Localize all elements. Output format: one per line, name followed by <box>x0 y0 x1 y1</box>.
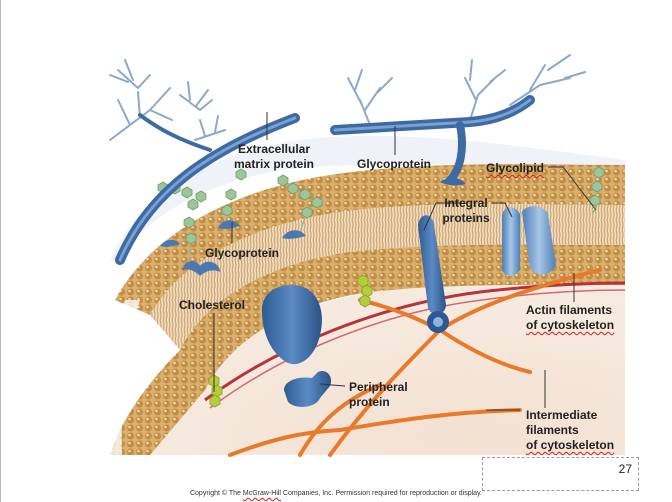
glycoprotein-branches <box>347 54 586 126</box>
label-line: proteins <box>442 211 490 225</box>
sugar-chains <box>157 166 605 245</box>
label-glycoprotein-top: Glycoprotein <box>357 157 432 171</box>
label-peripheral-protein: Peripheral protein <box>349 380 408 410</box>
label-glycoprotein-left: Glycoprotein <box>205 246 280 260</box>
label-integral-proteins: Integral proteins <box>436 196 496 226</box>
copyright-prefix: Copyright © The <box>189 490 243 497</box>
label-line: of cytoskeleton <box>526 438 615 452</box>
label-line: protein <box>349 395 390 409</box>
page-number-box[interactable]: 27 <box>482 457 639 491</box>
label-line: Extracellular <box>237 142 311 156</box>
page-number: 27 <box>618 462 632 476</box>
glycoprotein-caps <box>160 220 306 276</box>
inner-lipid-heads <box>110 244 625 455</box>
intermediate-filaments <box>228 268 602 457</box>
label-line: Intermediate <box>526 408 598 422</box>
cholesterol-molecules <box>208 274 373 408</box>
label-line: of cytoskeleton <box>526 318 615 332</box>
copyright-notice: Copyright © The McGraw-Hill Companies, I… <box>0 490 672 497</box>
label-actin-filaments: Actin filaments of cytoskeleton <box>526 303 614 333</box>
slide-edge-line <box>0 0 1 502</box>
glycolipid-text: Glycolipid <box>486 161 545 175</box>
copyright-company: McGraw-Hill <box>242 490 281 497</box>
leader-lines <box>213 112 597 411</box>
peripheral-protein-shape <box>284 370 332 407</box>
extracellular-matrix-protein <box>109 59 226 141</box>
label-cholesterol: Cholesterol <box>179 298 246 312</box>
channel-protein <box>502 206 556 276</box>
label-extracellular-matrix-protein: Extracellular matrix protein <box>228 142 320 172</box>
label-line: Integral <box>444 196 488 210</box>
label-glycolipid: Glycolipid <box>486 161 544 176</box>
copyright-suffix: Companies, Inc. Permission required for … <box>280 490 483 497</box>
outer-lipid-heads <box>115 164 625 315</box>
actin-filament <box>204 281 626 402</box>
label-intermediate-filaments: Intermediate filaments of cytoskeleton <box>526 408 614 453</box>
large-integral-protein <box>262 285 322 365</box>
label-line: matrix protein <box>233 157 314 171</box>
integral-protein-rod <box>418 215 449 333</box>
label-line: Peripheral <box>349 380 408 394</box>
label-line: Actin filaments <box>526 303 613 317</box>
cytoplasm <box>110 270 625 455</box>
label-line: filaments <box>526 423 579 437</box>
extracellular-matrix-sheet <box>110 135 625 260</box>
